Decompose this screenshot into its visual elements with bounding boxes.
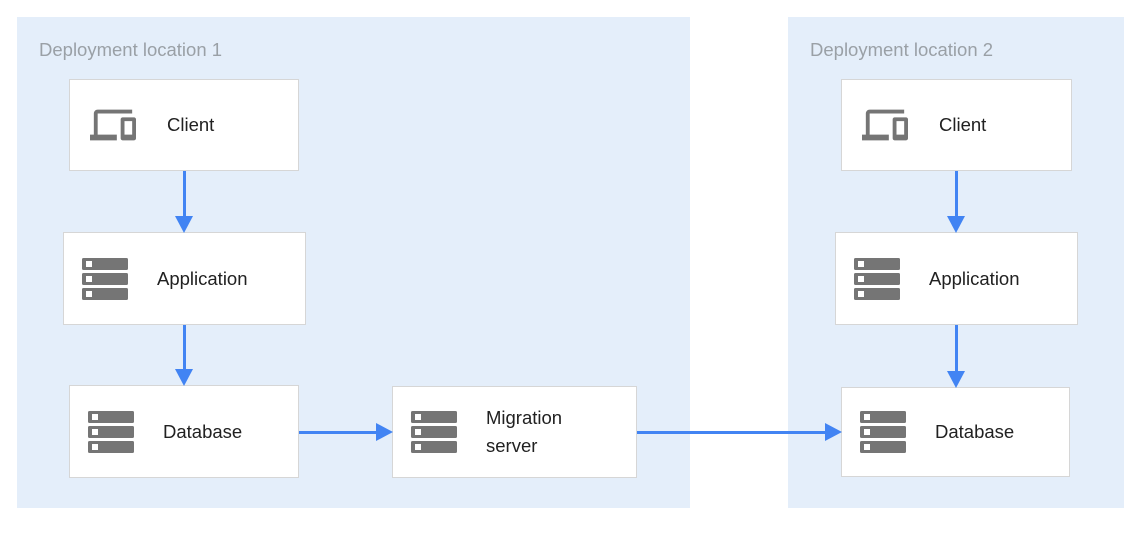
devices-icon [88, 102, 138, 148]
node-application-2: Application [835, 232, 1078, 325]
server-stack-icon [860, 411, 906, 453]
arrow-application2-to-database2 [947, 325, 965, 388]
arrow-head-icon [376, 423, 393, 441]
node-label: Database [935, 421, 1015, 443]
arrow-shaft [954, 325, 958, 373]
node-client-2: Client [841, 79, 1072, 171]
server-stack-icon [411, 411, 457, 453]
node-label: Client [167, 114, 215, 136]
arrow-client1-to-application1 [175, 171, 193, 233]
arrow-client2-to-application2 [947, 171, 965, 233]
arrow-shaft [182, 325, 186, 371]
node-label: Application [929, 267, 1020, 289]
arrow-shaft [299, 430, 378, 434]
arrow-migration-server-to-database2 [637, 423, 842, 441]
node-label: Migration server [486, 407, 563, 456]
panel-title: Deployment location 2 [810, 39, 994, 60]
arrow-database1-to-migration-server [299, 423, 393, 441]
node-application-1: Application [63, 232, 306, 325]
node-label: Client [939, 114, 987, 136]
arrow-shaft [182, 171, 186, 218]
arrow-head-icon [947, 216, 965, 233]
panel-title: Deployment location 1 [39, 39, 223, 60]
node-label: Application [157, 267, 248, 289]
arrow-shaft [637, 430, 827, 434]
node-database-2: Database [841, 387, 1070, 477]
arrow-application1-to-database1 [175, 325, 193, 386]
arrow-shaft [954, 171, 958, 218]
server-stack-icon [88, 410, 134, 453]
arrow-head-icon [175, 216, 193, 233]
arrow-head-icon [175, 369, 193, 386]
node-client-1: Client [69, 79, 299, 171]
arrow-head-icon [825, 423, 842, 441]
node-migration-server: Migration server [392, 386, 637, 478]
server-stack-icon [82, 257, 128, 300]
arrow-head-icon [947, 371, 965, 388]
server-stack-icon [854, 257, 900, 300]
node-database-1: Database [69, 385, 299, 478]
devices-icon [860, 102, 910, 148]
node-label: Database [163, 420, 243, 442]
